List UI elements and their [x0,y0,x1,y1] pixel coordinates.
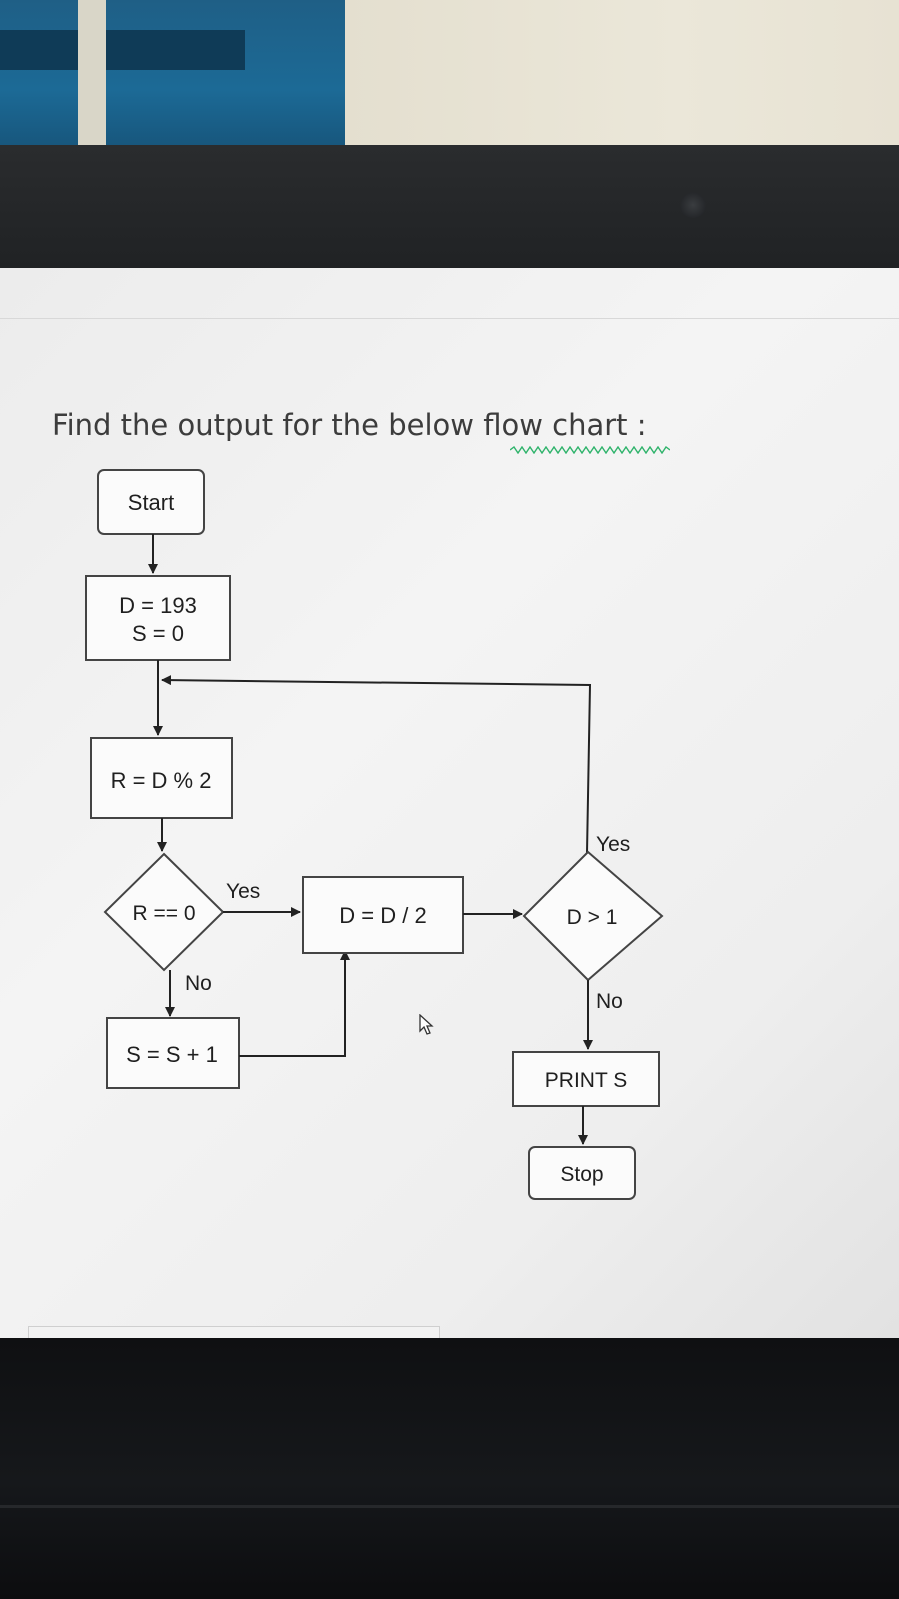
yes-label-2: Yes [596,833,630,856]
remainder-label: R = D % 2 [111,768,212,793]
no-label-2: No [596,990,623,1013]
question-text: Find the output for the below flow chart… [52,408,647,442]
screen: Find the output for the below flow chart… [0,268,899,1338]
divider [0,318,899,319]
check-remainder-node: R == 0 [103,852,225,972]
start-label: Start [128,490,174,515]
increment-label: S = S + 1 [126,1042,218,1067]
start-node: Start [97,469,205,535]
print-node: PRINT S [512,1051,660,1107]
check-d-label: D > 1 [567,906,618,929]
divide-node: D = D / 2 [302,876,464,954]
background-wall [0,0,345,150]
monitor-edge [0,1505,899,1508]
stop-label: Stop [560,1163,603,1186]
background-stripe [0,30,245,70]
divide-label: D = D / 2 [339,903,426,928]
loop-back-line [161,675,592,854]
stop-node: Stop [528,1146,636,1200]
init-node: D = 193 S = 0 [85,575,231,661]
init-line1: D = 193 [119,593,197,618]
remainder-node: R = D % 2 [90,737,233,819]
monitor-top-bezel [0,145,899,270]
flow-chart: Start D = 193 S = 0 R = D % 2 R == 0 Yes… [85,469,664,1200]
check-d-node: D > 1 [522,850,664,982]
text-input-area[interactable] [28,1326,440,1338]
check-remainder-label: R == 0 [132,902,195,925]
mouse-cursor-icon [419,1014,434,1035]
no-label-1: No [185,972,212,995]
arrow-increment-divide [239,950,350,1057]
spellcheck-underline [510,446,670,454]
background-wall-cream [345,0,899,148]
print-label: PRINT S [545,1069,627,1092]
background-post [78,0,106,148]
yes-label-1: Yes [226,880,260,903]
webcam-icon [680,192,706,218]
increment-node: S = S + 1 [106,1017,240,1089]
init-line2: S = 0 [132,621,184,646]
monitor-bottom-bezel [0,1338,899,1599]
